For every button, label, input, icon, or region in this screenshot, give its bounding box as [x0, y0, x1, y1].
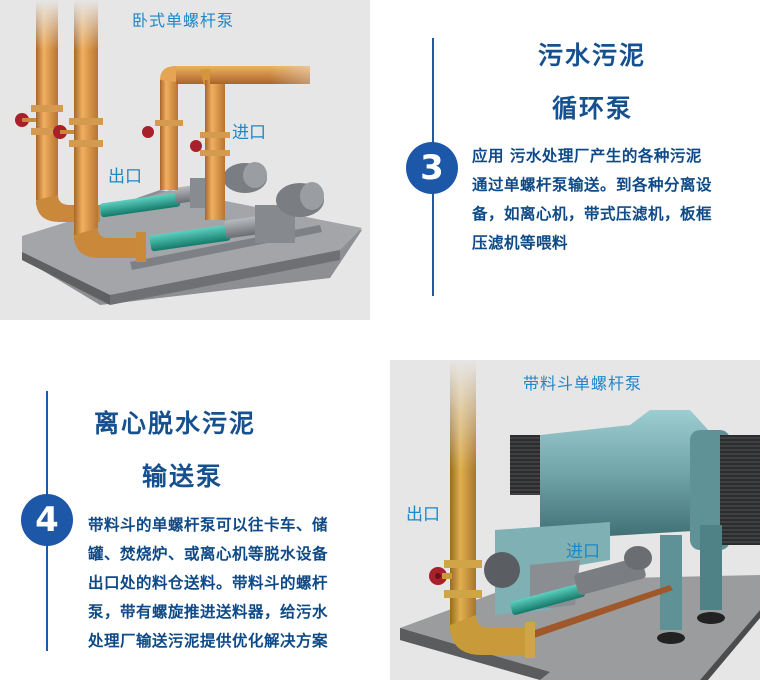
- section4-desc-line: 罐、焚烧炉、或离心机等脱水设备: [88, 545, 329, 563]
- section4-desc-line: 泵，带有螺旋推进送料器，给污水: [88, 603, 329, 621]
- section3-desc-line: 应用 污水处理厂产生的各种污泥: [472, 147, 702, 165]
- step-badge-4: 4: [21, 494, 73, 546]
- hopper-outlet-label: 出口: [406, 505, 440, 525]
- section4-desc-line: 出口处的料仓送料。带料斗的螺杆: [88, 574, 329, 592]
- hopper-pump-caption: 带料斗单螺杆泵: [523, 374, 643, 393]
- pump-caption: 卧式单螺杆泵: [132, 11, 235, 30]
- section3-desc-line: 通过单螺杆泵输送。到各种分离设: [472, 176, 713, 194]
- section3-title-line1: 污水污泥: [538, 41, 647, 70]
- section4-title-line1: 离心脱水污泥: [94, 409, 257, 438]
- pump-diagram-graphic: [15, 0, 370, 305]
- section3-desc-line: 压滤机等喂料: [472, 234, 569, 252]
- hopper-pump-illustration: 带料斗单螺杆泵 出口 进口: [390, 360, 760, 680]
- hopper-inlet-label: 进口: [566, 542, 600, 562]
- section3-description: 应用 污水处理厂产生的各种污泥 通过单螺杆泵输送。到各种分离设 备，如离心机，带…: [472, 142, 712, 258]
- step-badge-3: 3: [406, 142, 458, 194]
- centrifuge-pump-graphic: [400, 360, 760, 680]
- section4-description: 带料斗的单螺杆泵可以往卡车、储 罐、焚烧炉、或离心机等脱水设备 出口处的料仓送料…: [88, 511, 328, 656]
- section3-desc-line: 备，如离心机，带式压滤机，板框: [472, 205, 713, 223]
- section4-desc-line: 处理厂输送污泥提供优化解决方案: [88, 632, 329, 650]
- section4-desc-line: 带料斗的单螺杆泵可以往卡车、储: [88, 516, 329, 534]
- section4-title-line2: 输送泵: [142, 462, 224, 491]
- section3-title-line2: 循环泵: [552, 94, 634, 123]
- inlet-label: 进口: [232, 123, 266, 143]
- outlet-label: 出口: [108, 167, 142, 187]
- horizontal-pump-illustration: 卧式单螺杆泵 进口 出口: [0, 0, 370, 320]
